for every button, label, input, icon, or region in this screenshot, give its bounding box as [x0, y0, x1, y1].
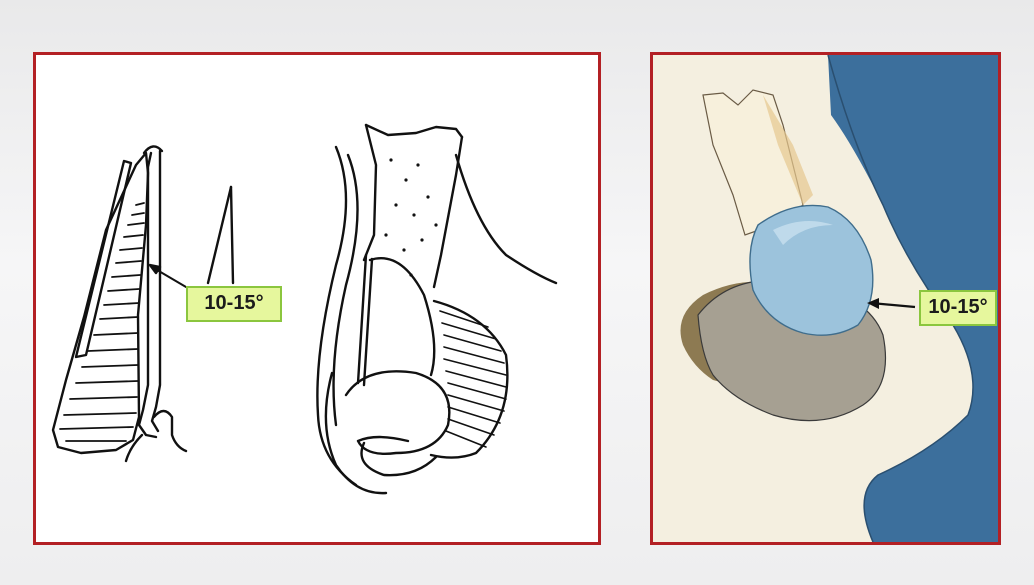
strut-graft: [76, 161, 131, 357]
right-illustration-panel: 10-15°: [650, 52, 1001, 545]
septal-dots: [384, 158, 437, 276]
cheek-contour: [456, 155, 556, 283]
spreader-graft: [358, 255, 372, 385]
angle-label-left: 10-15°: [186, 286, 282, 322]
medial-crus-outline: [139, 153, 156, 437]
angle-label-right: 10-15°: [919, 290, 997, 326]
alar-rim: [326, 373, 386, 493]
angle-indicator: [208, 187, 231, 283]
cartilage-striations: [60, 203, 144, 441]
dorsum-line: [317, 147, 356, 485]
tip-lobule: [346, 371, 449, 453]
upper-lateral-cartilage: [370, 258, 434, 375]
left-illustration-panel: 10-15°: [33, 52, 601, 545]
nasal-cartilage-line-drawing: [36, 55, 598, 542]
nasal-bone-outline: [366, 125, 462, 137]
